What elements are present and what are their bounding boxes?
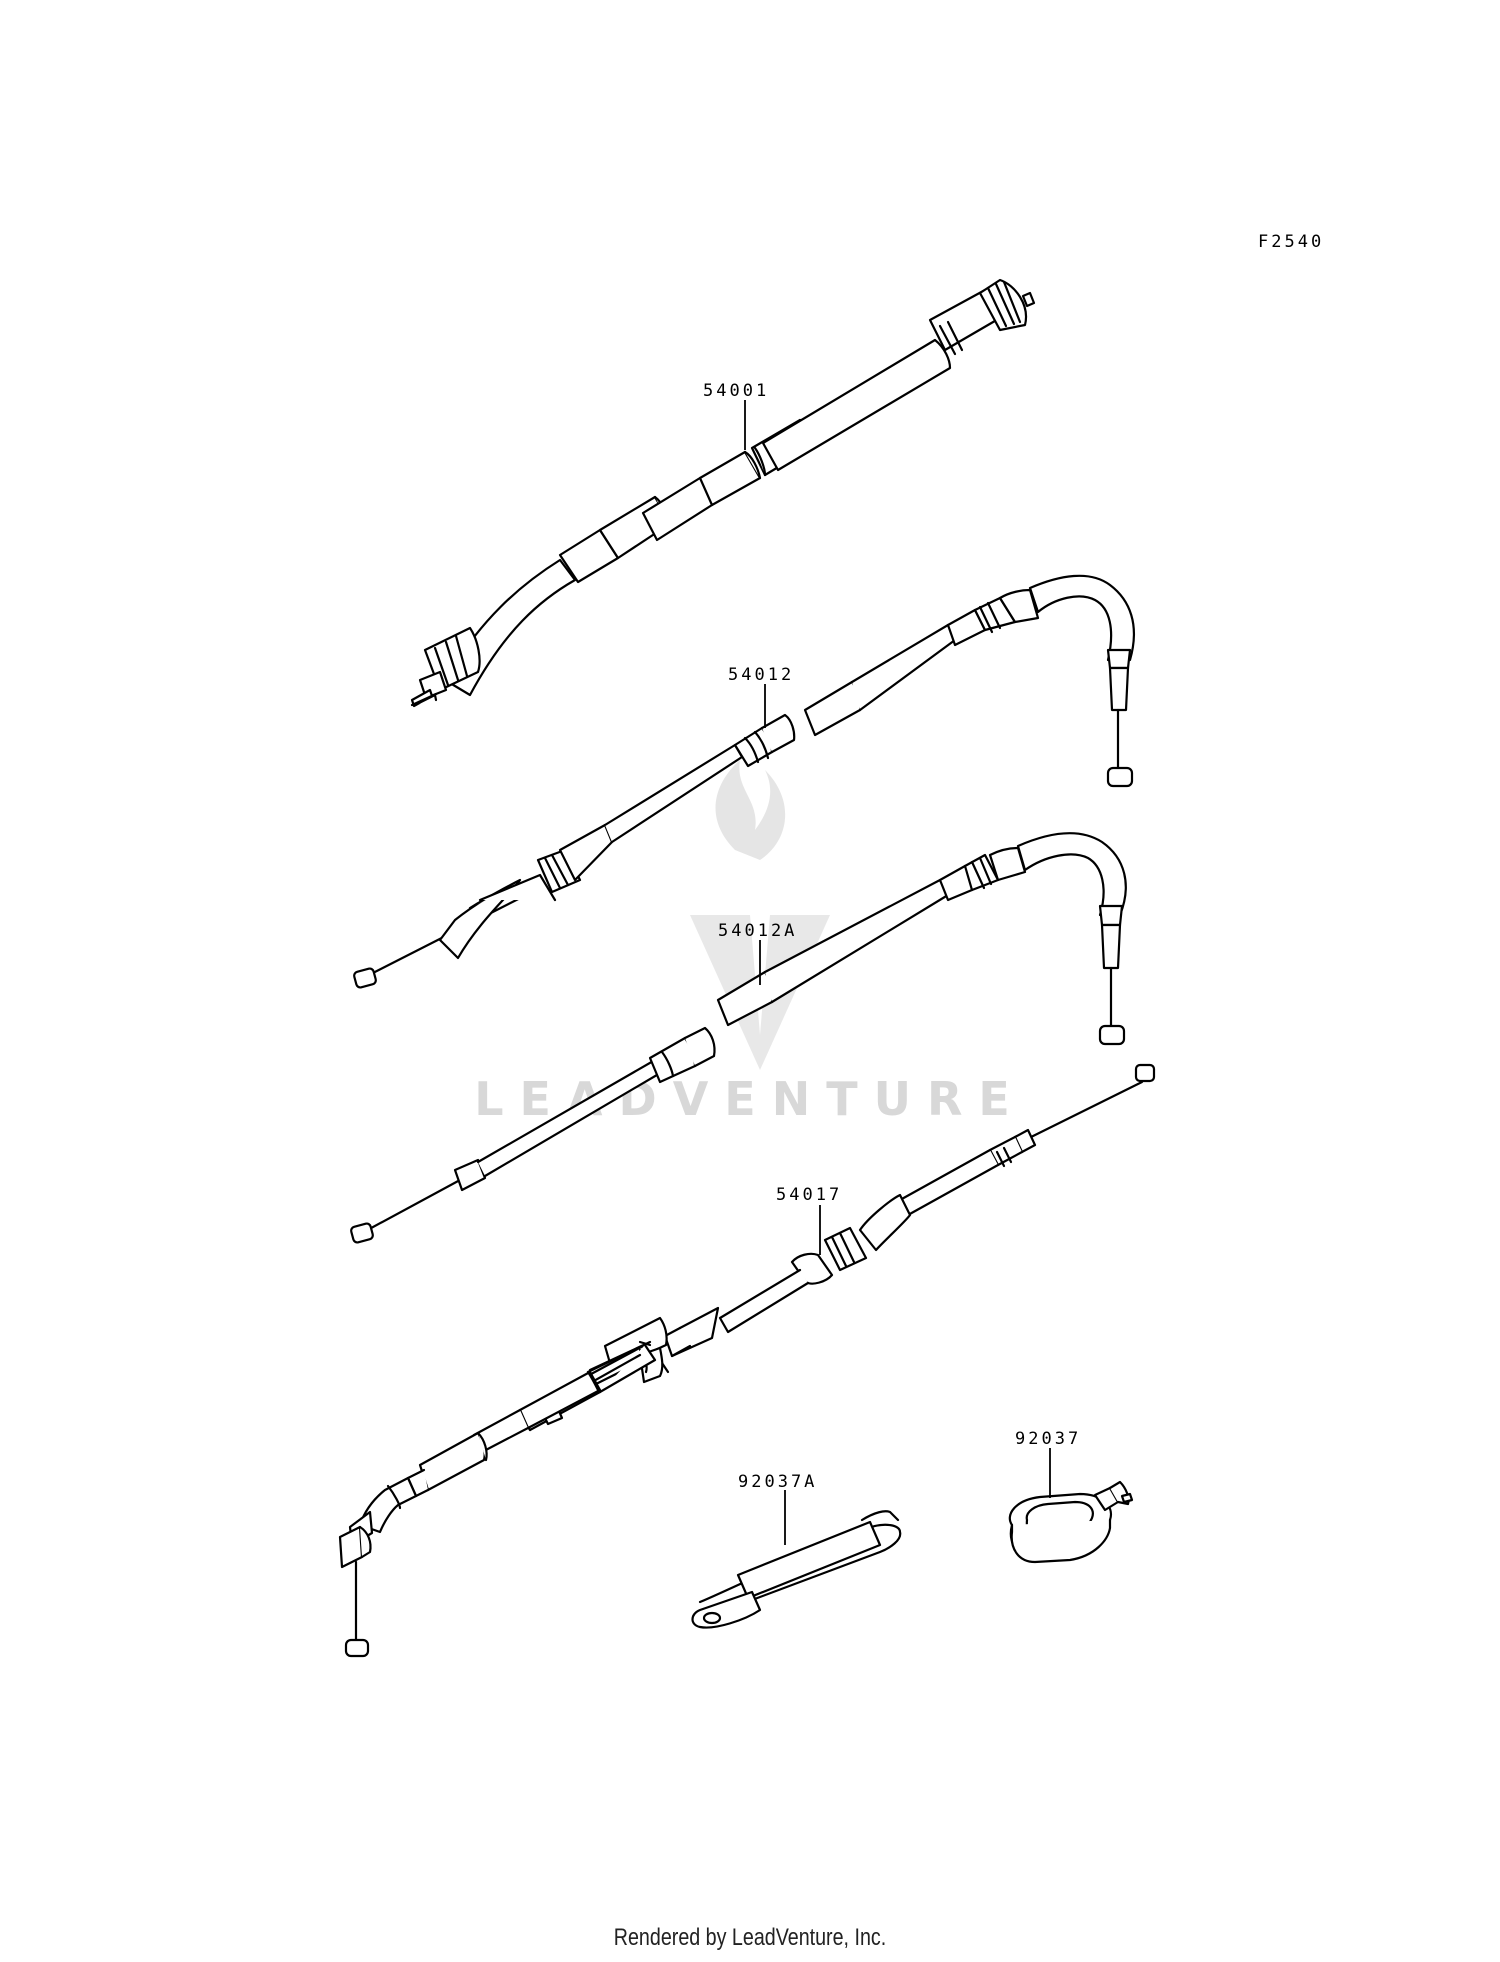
throttle-cable-1[interactable]: [353, 574, 1135, 989]
speedometer-cable[interactable]: [410, 278, 1036, 708]
part-number-54001: 54001: [703, 381, 769, 401]
render-credit: Rendered by LeadVenture, Inc.: [613, 1924, 887, 1951]
figure-code: F2540: [1258, 232, 1324, 252]
cable-clamp[interactable]: [1008, 1480, 1134, 1564]
guide-strap[interactable]: [691, 1510, 902, 1629]
part-number-54017: 54017: [776, 1185, 842, 1205]
part-number-54012A: 54012A: [718, 921, 797, 941]
throttle-cable-2[interactable]: [350, 832, 1127, 1244]
part-number-92037: 92037: [1015, 1429, 1081, 1449]
part-number-54012: 54012: [728, 665, 794, 685]
clutch-cable[interactable]: [338, 1063, 1156, 1658]
leadventure-watermark: LEADVENTURE: [474, 760, 1010, 1126]
part-number-92037A: 92037A: [738, 1472, 817, 1492]
